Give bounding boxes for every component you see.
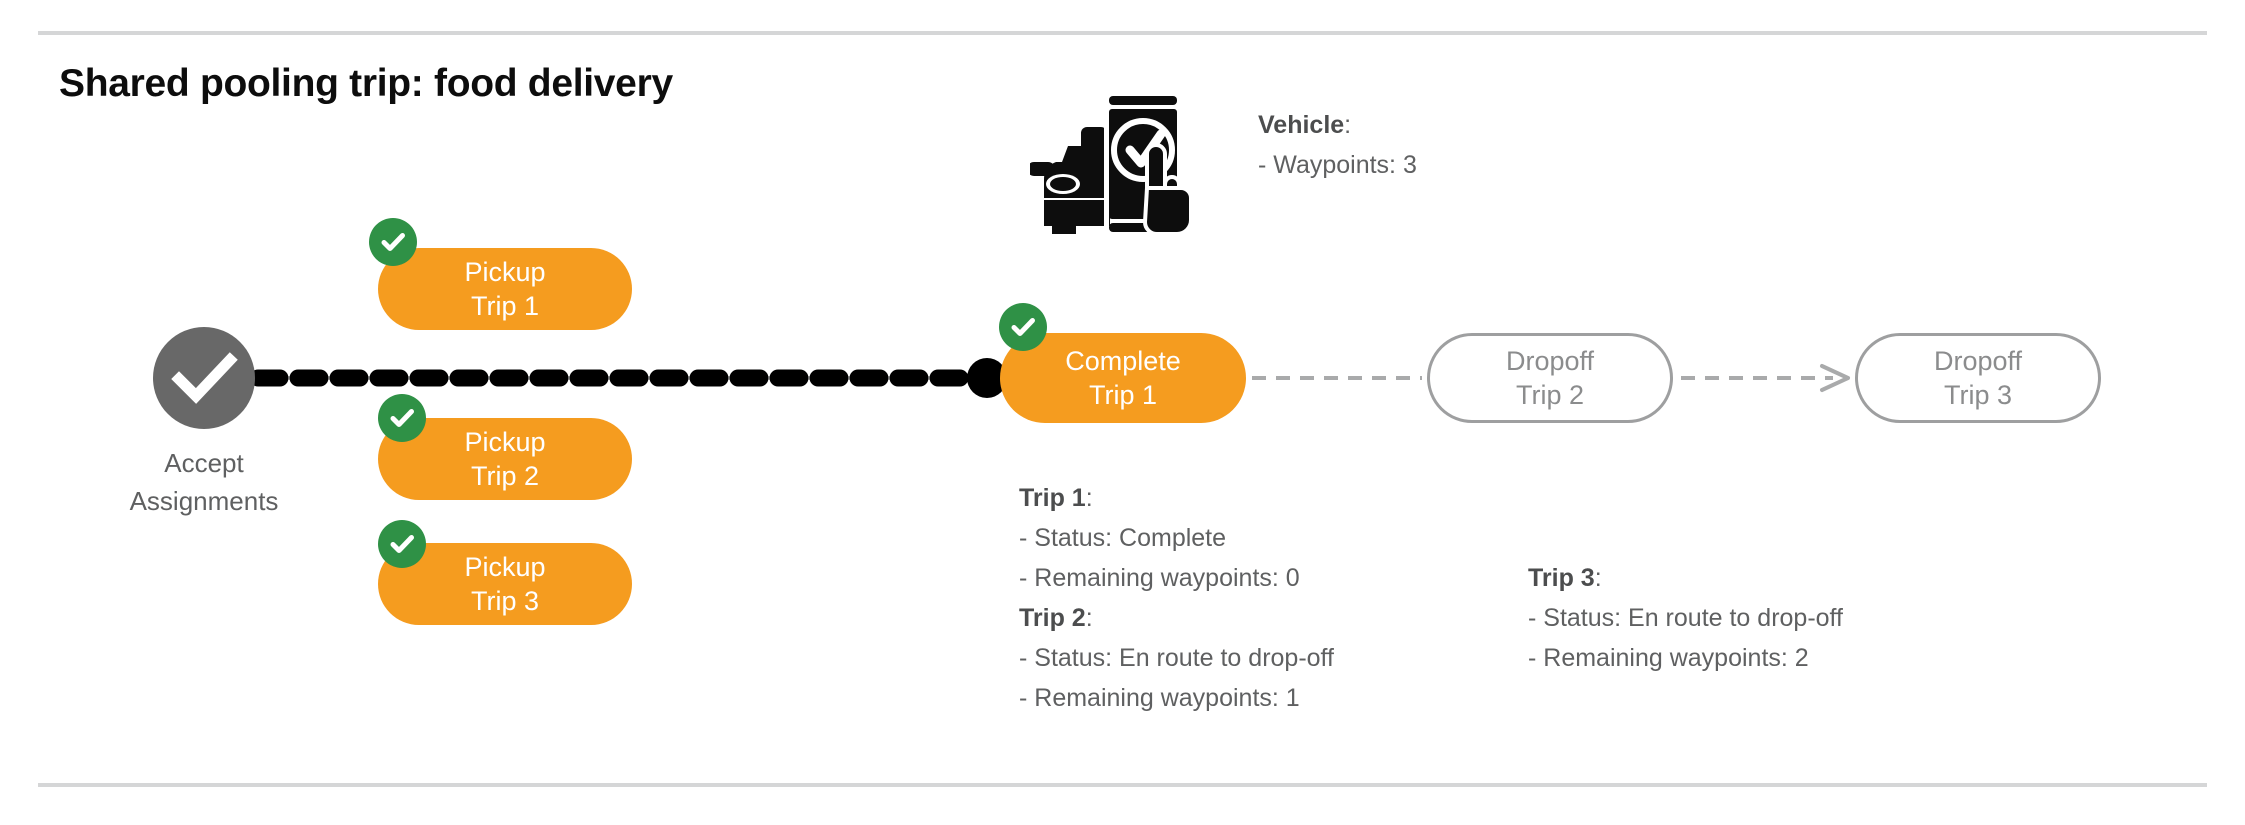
annotation-trip-3-line-1: - Remaining waypoints: 2: [1528, 644, 1809, 672]
junction-dot: [967, 358, 1007, 398]
accept-assignments-label: Accept Assignments: [129, 448, 279, 516]
node-pickup-trip-2-label: Pickup Trip 2: [464, 427, 546, 491]
node-pickup-trip-3[interactable]: Pickup Trip 3: [378, 543, 632, 625]
check-icon: [390, 535, 414, 553]
node-pickup-trip-3-label: Pickup Trip 3: [464, 552, 546, 616]
node-pickup-trip-1-label: Pickup Trip 1: [464, 257, 546, 321]
annotation-vehicle-heading: Vehicle: [1258, 111, 1345, 139]
annotation-trip-1-line-1: - Remaining waypoints: 0: [1019, 564, 1300, 592]
annotation-trip-2-line-0: - Status: En route to drop-off: [1019, 644, 1334, 672]
check-icon: [1011, 318, 1035, 336]
annotation-trip-2-heading: Trip 2: [1019, 604, 1086, 632]
check-icon: [171, 352, 238, 404]
node-dropoff-trip-2[interactable]: Dropoff Trip 2: [1427, 333, 1673, 423]
annotation-trip-1-line-0: - Status: Complete: [1019, 524, 1227, 552]
status-badge-pickup-trip-2: [378, 394, 426, 442]
node-pickup-trip-1[interactable]: Pickup Trip 1: [378, 248, 632, 330]
annotation-vehicle: Vehicle: - Waypoints: 3: [1258, 105, 1417, 185]
annotation-trip-1-colon: :: [1085, 484, 1093, 512]
node-dropoff-trip-3-label: Dropoff Trip 3: [1933, 346, 2023, 410]
status-badge-pickup-trip-1: [369, 218, 417, 266]
node-dropoff-trip-2-label: Dropoff Trip 2: [1505, 346, 1595, 410]
bottom-divider: [38, 783, 2207, 787]
page-title: Shared pooling trip: food delivery: [59, 62, 673, 105]
annotation-trip-3-heading: Trip 3: [1528, 564, 1595, 592]
status-badge-pickup-trip-3: [378, 520, 426, 568]
status-badge-complete-trip-1: [999, 303, 1047, 351]
node-complete-trip-1-label: Complete Trip 1: [1065, 346, 1181, 410]
node-dropoff-trip-3[interactable]: Dropoff Trip 3: [1855, 333, 2101, 423]
annotation-vehicle-line-0: - Waypoints: 3: [1258, 151, 1417, 179]
annotation-trip-1-and-2: Trip 1: - Status: Complete - Remaining w…: [1019, 478, 1334, 718]
top-divider: [38, 31, 2207, 35]
annotation-trip-2-line-1: - Remaining waypoints: 1: [1019, 684, 1300, 712]
annotation-vehicle-colon: :: [1344, 111, 1352, 139]
annotation-trip-3: Trip 3: - Status: En route to drop-off -…: [1528, 558, 1843, 678]
annotation-vehicle-heading-row: Vehicle:: [1258, 105, 1417, 145]
check-icon: [390, 409, 414, 427]
accept-assignments-node[interactable]: [153, 327, 255, 429]
annotation-trip-2-heading-row: Trip 2:: [1019, 598, 1334, 638]
annotation-trip-3-line-0: - Status: En route to drop-off: [1528, 604, 1843, 632]
annotation-trip-2-colon: :: [1085, 604, 1093, 632]
annotation-trip-1-heading-row: Trip 1:: [1019, 478, 1334, 518]
annotation-trip-1-heading: Trip 1: [1019, 484, 1086, 512]
annotation-trip-3-colon: :: [1594, 564, 1602, 592]
annotation-trip-3-heading-row: Trip 3:: [1528, 558, 1843, 598]
arrow-head-dropoff3: [1820, 364, 1850, 392]
node-complete-trip-1[interactable]: Complete Trip 1: [1000, 333, 1246, 423]
check-icon: [381, 233, 405, 251]
vehicle-app-icon: [1030, 96, 1190, 236]
